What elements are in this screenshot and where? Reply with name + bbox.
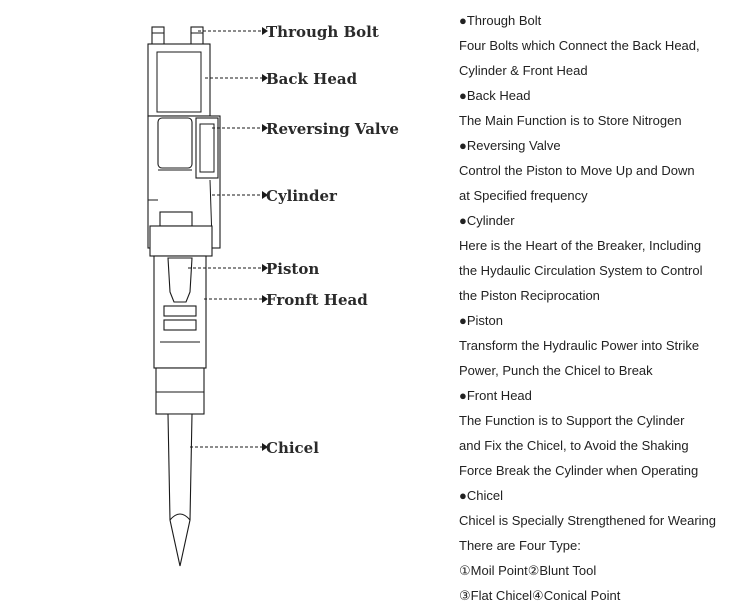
desc-line: ●Through Bolt (459, 13, 542, 28)
desc-line: ●Piston (459, 313, 503, 328)
desc-line: Cylinder & Front Head (459, 63, 588, 78)
leader-lines (188, 27, 268, 451)
desc-line: ●Cylinder (459, 213, 515, 228)
desc-line: Control the Piston to Move Up and Down (459, 163, 695, 178)
desc-line: ●Back Head (459, 88, 531, 103)
through-bolts (151, 26, 204, 46)
label-back-head: Back Head (266, 70, 358, 88)
desc-line: There are Four Type: (459, 538, 581, 553)
front-head-body (149, 225, 213, 415)
desc-line: and Fix the Chicel, to Avoid the Shaking (459, 438, 689, 453)
chisel (167, 413, 193, 567)
parts-description: ●Through Bolt Four Bolts which Connect t… (459, 8, 739, 608)
desc-line: Transform the Hydraulic Power into Strik… (459, 338, 700, 353)
label-cylinder: Cylinder (266, 187, 338, 205)
label-front-head: Fronft Head (266, 291, 368, 309)
desc-line: ③Flat Chicel④Conical Point (459, 588, 621, 603)
desc-line: The Main Function is to Store Nitrogen (459, 113, 682, 128)
desc-line: Force Break the Cylinder when Operating (459, 463, 699, 478)
label-piston: Piston (266, 260, 319, 278)
desc-line: ●Front Head (459, 388, 532, 403)
label-through-bolt: Through Bolt (266, 23, 379, 41)
desc-line: ①Moil Point②Blunt Tool (459, 563, 597, 578)
desc-line: the Piston Reciprocation (459, 288, 600, 303)
back-head-body (147, 43, 211, 117)
desc-line: ●Chicel (459, 488, 503, 503)
desc-line: The Function is to Support the Cylinder (459, 413, 685, 428)
desc-line: ●Reversing Valve (459, 138, 561, 153)
desc-line: Chicel is Specially Strengthened for Wea… (459, 513, 717, 528)
label-reversing-valve: Reversing Valve (266, 120, 399, 138)
desc-line: Power, Punch the Chicel to Break (459, 363, 653, 378)
desc-line: at Specified frequency (459, 188, 588, 203)
label-chicel: Chicel (266, 439, 319, 457)
desc-line: Here is the Heart of the Breaker, Includ… (459, 238, 702, 253)
desc-line: Four Bolts which Connect the Back Head, (459, 38, 700, 53)
desc-line: the Hydaulic Circulation System to Contr… (459, 263, 703, 278)
